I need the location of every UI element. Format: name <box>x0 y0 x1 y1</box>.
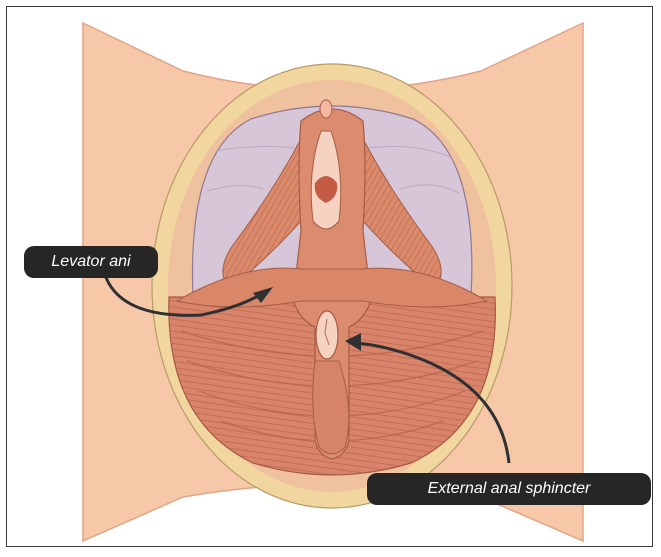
urethra <box>320 100 332 118</box>
anal-opening <box>316 311 338 359</box>
levator-ani-label: Levator ani <box>24 246 158 278</box>
external-anal-sphincter <box>313 361 349 454</box>
external-anal-sphincter-label: External anal sphincter <box>367 473 651 505</box>
figure-frame: Levator ani External anal sphincter <box>6 6 653 547</box>
